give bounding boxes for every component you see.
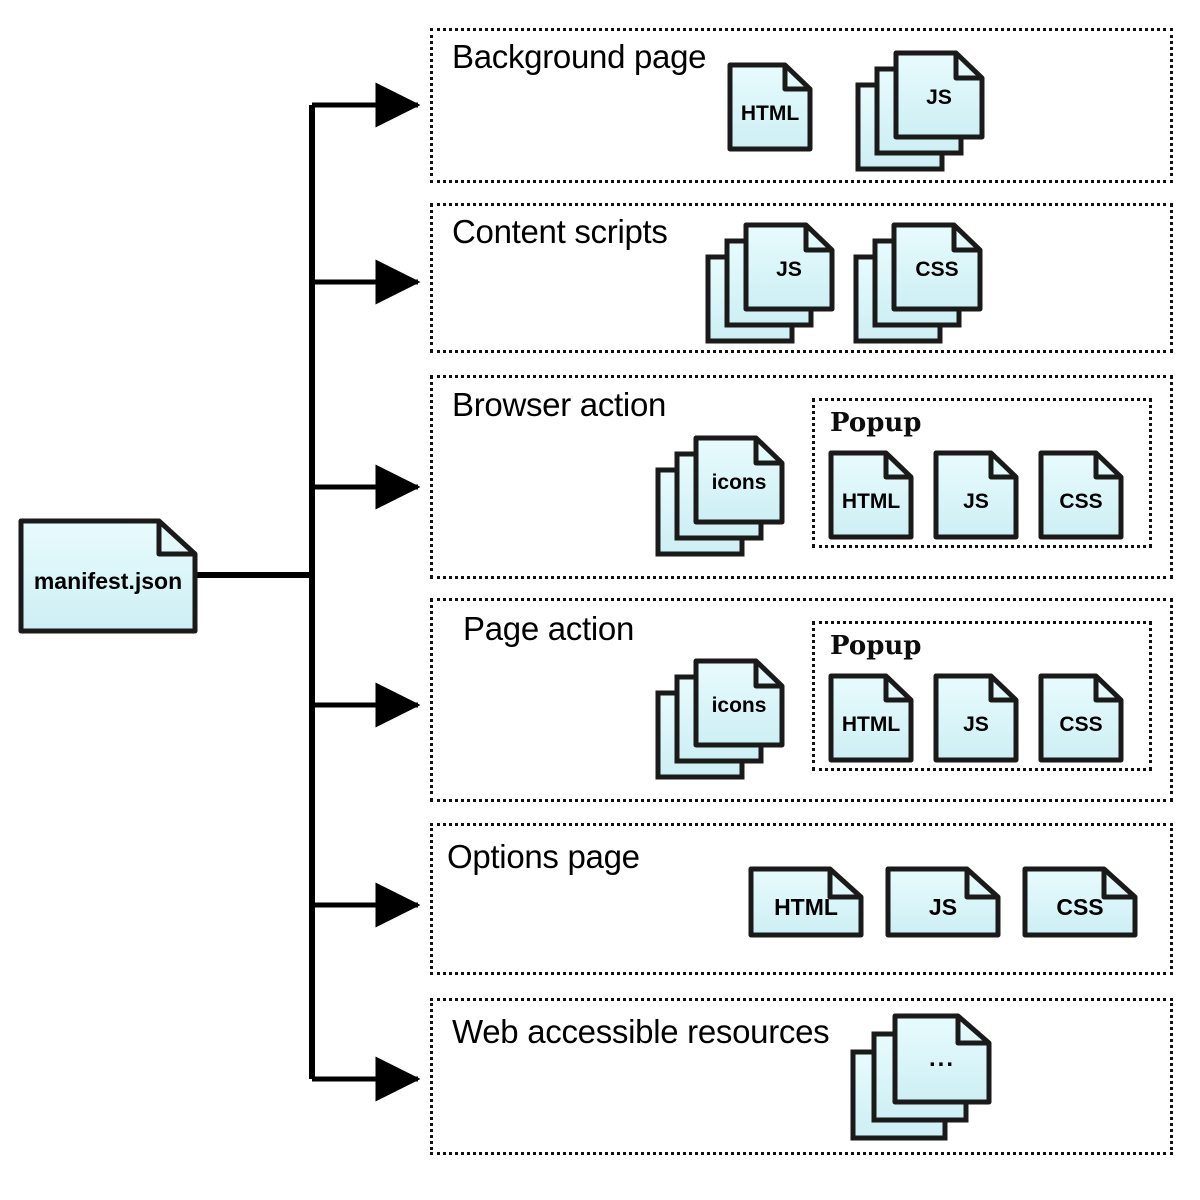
section-page-action-title: Page action [463, 610, 634, 647]
doc-options-html[interactable]: HTML [748, 866, 864, 938]
doc-stack-page-icons[interactable]: icons [655, 658, 785, 780]
manifest-document[interactable]: manifest.json [18, 518, 198, 634]
section-browser-action-title: Browser action [452, 386, 667, 423]
doc-stack-content-css[interactable]: CSS [853, 222, 983, 344]
subgroup-page-popup-title: Popup [830, 631, 922, 661]
section-web-accessible-resources[interactable] [430, 998, 1173, 1155]
section-background-page-title: Background page [452, 38, 707, 75]
doc-page-popup-css[interactable]: CSS [1038, 673, 1124, 763]
doc-browser-popup-html[interactable]: HTML [828, 450, 914, 540]
section-content-scripts-title: Content scripts [452, 213, 668, 250]
doc-stack-browser-icons[interactable]: icons [655, 435, 785, 557]
subgroup-browser-popup[interactable] [812, 398, 1152, 548]
doc-stack-background-js[interactable]: JS [855, 50, 985, 172]
doc-stack-content-js[interactable]: JS [705, 222, 835, 344]
doc-browser-popup-css[interactable]: CSS [1038, 450, 1124, 540]
subgroup-browser-popup-title: Popup [830, 408, 922, 438]
doc-background-html[interactable]: HTML [727, 62, 813, 152]
subgroup-page-popup[interactable] [812, 621, 1152, 771]
doc-options-js[interactable]: JS [885, 866, 1001, 938]
doc-page-popup-html[interactable]: HTML [828, 673, 914, 763]
doc-options-css[interactable]: CSS [1022, 866, 1138, 938]
doc-page-popup-js[interactable]: JS [933, 673, 1019, 763]
doc-browser-popup-js[interactable]: JS [933, 450, 1019, 540]
section-web-accessible-resources-title: Web accessible resources [452, 1013, 830, 1050]
section-options-page-title: Options page [447, 838, 640, 875]
doc-stack-web-resources[interactable]: ... [850, 1013, 992, 1141]
